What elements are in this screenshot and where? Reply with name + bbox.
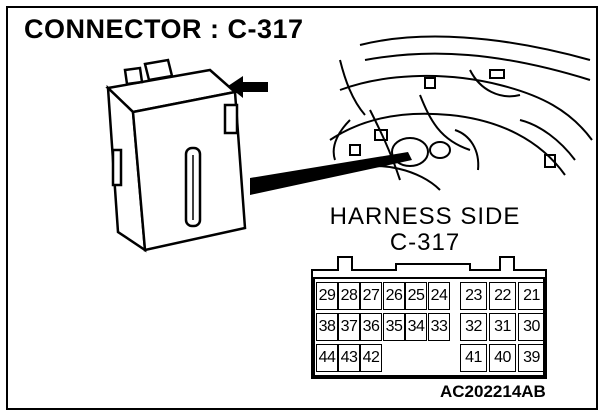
pin-25: 25 — [405, 282, 427, 310]
pin-26: 26 — [383, 282, 405, 310]
pin-40: 40 — [489, 344, 516, 372]
pin-43: 43 — [338, 344, 360, 372]
harness-connector-id: C-317 — [389, 229, 461, 256]
control-unit-drawing — [105, 58, 247, 253]
connector-title: CONNECTOR : C-317 — [24, 14, 304, 44]
dashboard-drawing — [329, 35, 593, 191]
pin-22: 22 — [489, 282, 516, 310]
pin-27: 27 — [360, 282, 382, 310]
pin-21: 21 — [518, 282, 545, 310]
harness-side-label: HARNESS SIDE — [329, 203, 521, 230]
pin-42: 42 — [360, 344, 382, 372]
pin-35: 35 — [383, 313, 405, 341]
pin-37: 37 — [338, 313, 360, 341]
pin-32: 32 — [460, 313, 487, 341]
pin-24: 24 — [428, 282, 450, 310]
pin-23: 23 — [460, 282, 487, 310]
pin-36: 36 — [360, 313, 382, 341]
pin-38: 38 — [316, 313, 338, 341]
pin-30: 30 — [518, 313, 545, 341]
pin-33: 33 — [428, 313, 450, 341]
pin-31: 31 — [489, 313, 516, 341]
pin-29: 29 — [316, 282, 338, 310]
reference-code: AC202214AB — [440, 382, 546, 401]
pointer-arrow — [228, 76, 268, 98]
pin-41: 41 — [460, 344, 487, 372]
pin-39: 39 — [518, 344, 545, 372]
diagram-frame — [6, 6, 598, 410]
pin-28: 28 — [338, 282, 360, 310]
pin-34: 34 — [405, 313, 427, 341]
leader-wedge — [250, 152, 412, 195]
pin-44: 44 — [316, 344, 338, 372]
